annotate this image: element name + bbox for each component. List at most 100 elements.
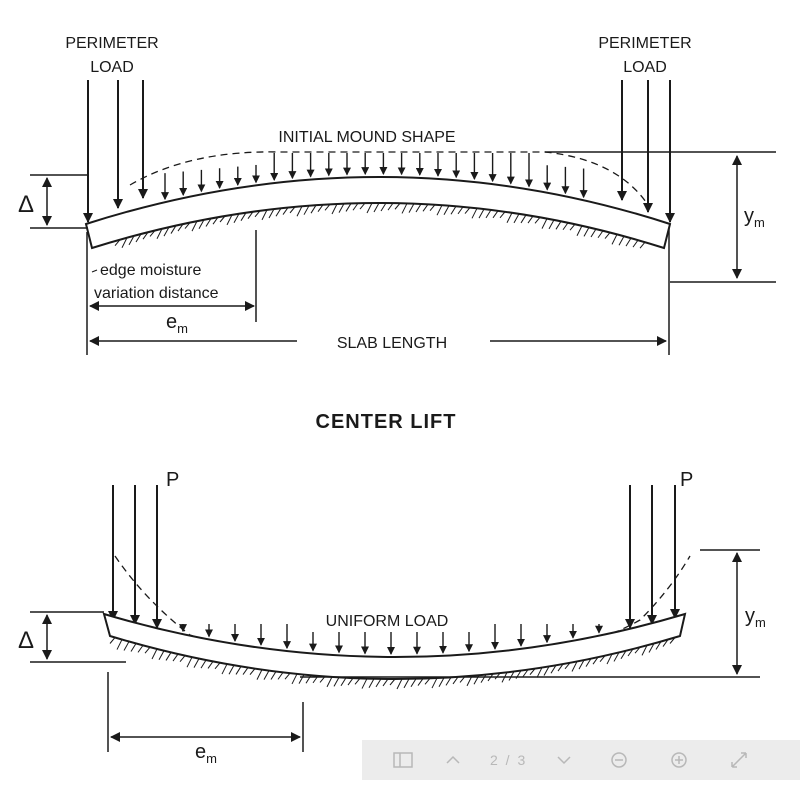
- bottom-soil-hatching: [109, 637, 676, 690]
- top-right-perimeter-arrows: [617, 80, 675, 223]
- soil-hatch: [207, 661, 214, 669]
- soil-hatch: [261, 209, 268, 221]
- bottom-slab: [102, 612, 687, 680]
- soil-hatch: [590, 228, 597, 238]
- soil-hatch: [557, 663, 564, 672]
- soil-hatch: [606, 653, 613, 665]
- soil-hatch: [121, 237, 128, 248]
- soil-hatch: [618, 235, 625, 246]
- soil-hatch: [282, 207, 289, 215]
- soil-hatch: [340, 677, 347, 686]
- bottom-delta-dimension: [30, 611, 126, 663]
- soil-hatch: [163, 226, 170, 237]
- soil-hatch: [347, 677, 354, 686]
- center-lift-title: CENTER LIFT: [316, 411, 457, 433]
- next-page-button[interactable]: [555, 755, 573, 765]
- soil-hatch: [303, 205, 310, 215]
- soil-hatch: [235, 666, 242, 675]
- soil-hatch: [410, 678, 417, 688]
- soil-hatch: [562, 222, 569, 231]
- soil-hatch: [485, 209, 492, 219]
- soil-hatch: [639, 241, 646, 249]
- initial-mound-curve: [129, 151, 651, 209]
- soil-hatch: [471, 208, 478, 219]
- soil-hatch: [291, 673, 298, 685]
- soil-hatch: [571, 661, 578, 672]
- soil-hatch: [443, 205, 450, 215]
- top-ym-dimension: [545, 151, 776, 283]
- soil-hatch: [417, 678, 424, 686]
- sidebar-toggle-button[interactable]: [392, 750, 414, 770]
- soil-hatch: [298, 674, 305, 684]
- soil-hatch: [604, 232, 611, 239]
- soil-hatch: [429, 204, 436, 212]
- soil-hatch: [172, 653, 179, 662]
- edge-moisture-label-2: variation distance: [94, 285, 219, 302]
- fullscreen-button[interactable]: [729, 751, 749, 769]
- soil-hatch: [527, 215, 534, 224]
- soil-hatch: [361, 678, 368, 689]
- slab-length-dimension: [86, 228, 670, 355]
- uniform-load-label: UNIFORM LOAD: [326, 613, 449, 630]
- top-left-load-label-2: LOAD: [90, 59, 134, 76]
- sidebar-icon: [393, 752, 413, 768]
- soil-hatch: [186, 656, 193, 668]
- soil-hatch: [368, 678, 375, 689]
- top-distributed-arrows: [161, 153, 588, 201]
- bottom-left-perimeter-arrows: [108, 485, 162, 629]
- soil-hatch: [310, 204, 317, 214]
- top-slab: [84, 176, 672, 250]
- soil-hatch: [401, 203, 408, 214]
- bottom-em-dimension: [107, 672, 304, 752]
- edge-moisture-label-1: edge moisture: [100, 262, 201, 279]
- soil-hatch: [536, 667, 543, 678]
- soil-hatch: [151, 648, 158, 660]
- soil-hatch: [625, 237, 632, 247]
- soil-hatch: [655, 641, 662, 650]
- soil-hatch: [338, 203, 345, 213]
- soil-hatch: [415, 203, 422, 213]
- edge-pointer: [91, 269, 98, 273]
- fullscreen-icon: [731, 752, 747, 768]
- top-ym-label: ym: [744, 205, 765, 230]
- soil-hatch: [240, 212, 247, 221]
- soil-hatch: [270, 671, 277, 680]
- soil-hatch: [578, 659, 585, 670]
- soil-hatch: [620, 650, 627, 660]
- soil-hatch: [508, 671, 515, 681]
- soil-hatch: [354, 678, 361, 685]
- soil-hatch: [396, 678, 403, 690]
- soil-hatch: [333, 677, 340, 687]
- soil-hatch: [394, 202, 401, 210]
- soil-hatch: [543, 666, 550, 676]
- soil-hatch: [247, 211, 254, 219]
- soil-hatch: [256, 669, 263, 680]
- bottom-ym-label: ym: [745, 605, 766, 630]
- soil-hatch: [233, 213, 240, 223]
- soil-hatch: [457, 206, 464, 215]
- soil-hatch: [632, 239, 639, 248]
- soil-hatch: [179, 655, 186, 662]
- soil-hatch: [403, 678, 410, 689]
- soil-hatch: [191, 220, 198, 232]
- soil-hatch: [380, 202, 387, 212]
- soil-hatch: [193, 658, 200, 668]
- prev-page-button[interactable]: [444, 755, 462, 765]
- top-left-perimeter-arrows: [83, 80, 148, 223]
- soil-hatch: [373, 202, 380, 213]
- mound-shape-label: INITIAL MOUND SHAPE: [278, 129, 455, 146]
- bottom-delta-symbol: Δ: [18, 627, 34, 654]
- top-em-dimension: [89, 230, 257, 322]
- zoom-in-button[interactable]: [669, 751, 689, 769]
- bottom-em-label: em: [195, 741, 217, 766]
- top-right-load-label-1: PERIMETER: [598, 35, 691, 52]
- top-delta-symbol: Δ: [18, 191, 34, 218]
- soil-hatch: [431, 677, 438, 689]
- soil-hatch: [569, 223, 576, 231]
- soil-hatch: [205, 218, 212, 227]
- top-diagram: PERIMETER LOAD PERIMETER LOAD INITIAL MO…: [18, 35, 776, 355]
- soil-hatch: [408, 203, 415, 213]
- soil-hatch: [317, 204, 324, 213]
- zoom-out-button[interactable]: [609, 751, 629, 769]
